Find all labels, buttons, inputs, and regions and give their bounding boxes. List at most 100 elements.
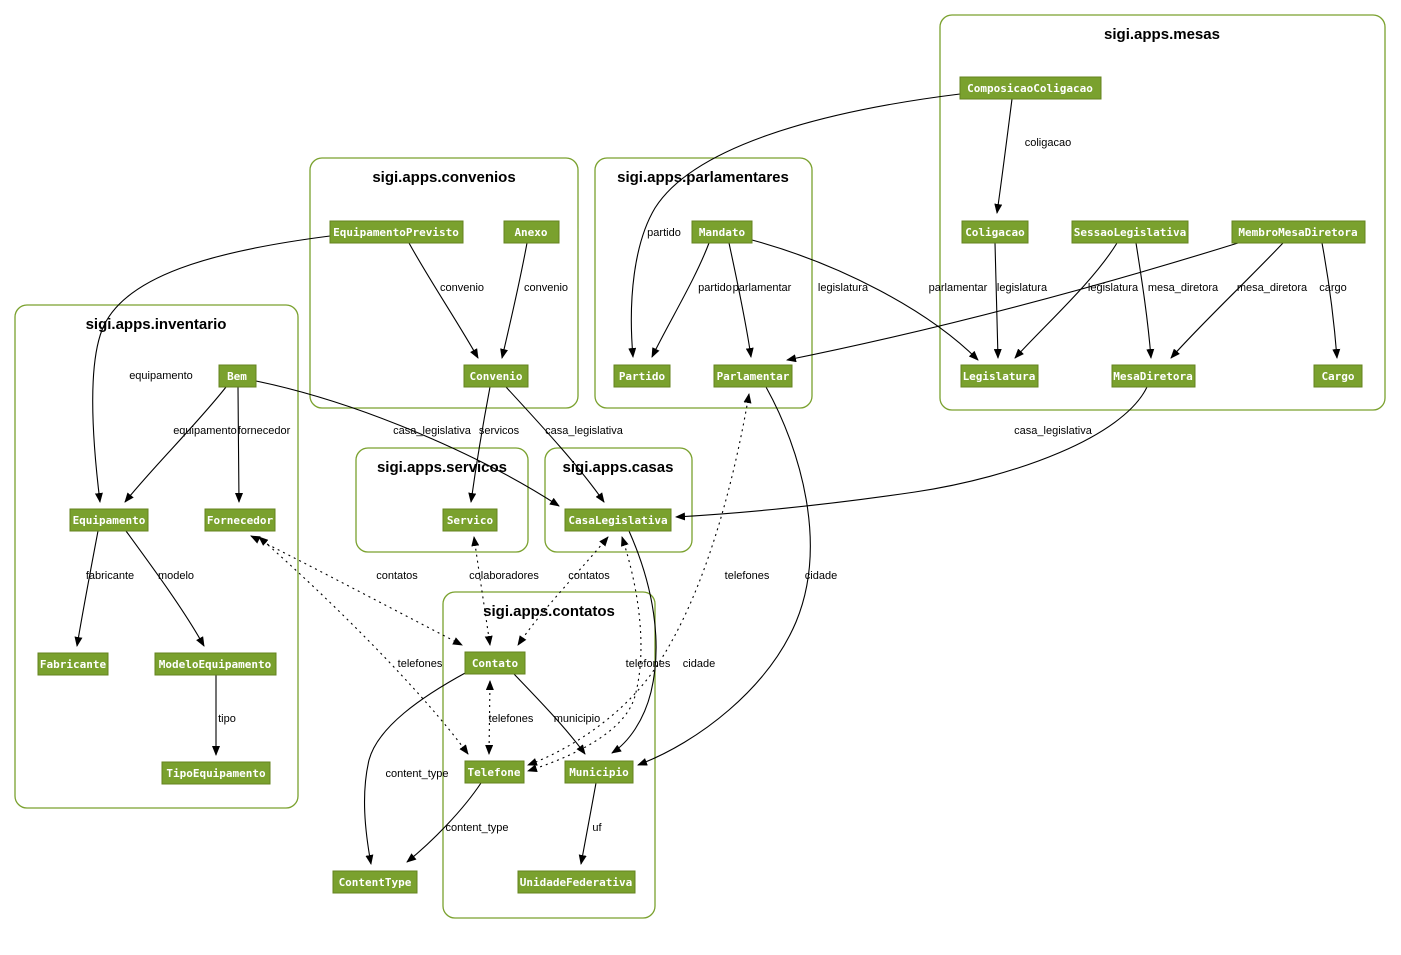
- edge-label-cidade-1: cidade: [805, 570, 837, 582]
- edge-label-content-type-1: content_type: [386, 768, 449, 780]
- edge-sessaolegislativa-legislatura: [1014, 242, 1118, 359]
- node-mandato: [691, 220, 753, 244]
- node-fornecedor-label: Fornecedor: [207, 514, 274, 527]
- node-municipio-label: Municipio: [569, 766, 629, 779]
- edge-label-legislatura-2: legislatura: [997, 282, 1048, 294]
- edge-fornecedor-telefone: [258, 536, 469, 755]
- node-unidadefederativa: [517, 870, 636, 894]
- node-composicaocoligacao: [959, 76, 1102, 100]
- edge-contato-telefone: [485, 680, 494, 755]
- edge-equipamentoprevisto-convenio: [408, 242, 479, 359]
- node-membromesadiretora-label: MembroMesaDiretora: [1238, 226, 1357, 239]
- node-tipoequipamento: [161, 761, 271, 785]
- node-anexo: [503, 220, 560, 244]
- node-parlamentar-label: Parlamentar: [717, 370, 790, 383]
- node-telefone: [464, 760, 525, 784]
- edge-label-cidade-2: cidade: [683, 658, 715, 670]
- node-unidadefederativa-label: UnidadeFederativa: [520, 876, 633, 889]
- node-mandato-label: Mandato: [699, 226, 746, 239]
- edge-coligacao-legislatura: [993, 242, 1002, 359]
- node-equipamentoprevisto: [329, 220, 464, 244]
- node-fabricante: [37, 652, 109, 676]
- node-anexo-label: Anexo: [514, 226, 547, 239]
- edge-membromesadiretora-parlamentar: [786, 242, 1239, 363]
- node-mesadiretora: [1111, 364, 1196, 388]
- node-cargo: [1313, 364, 1363, 388]
- edge-mandato-legislatura: [751, 239, 979, 361]
- node-fabricante-label: Fabricante: [40, 658, 107, 671]
- edge-label-contatos-2: contatos: [568, 570, 610, 582]
- edge-bem-equipamento: [124, 386, 227, 503]
- node-legislatura: [960, 364, 1039, 388]
- node-sessaolegislativa: [1071, 220, 1189, 244]
- node-servico: [442, 508, 498, 532]
- edge-equipamento-modeloequipamento: [125, 530, 205, 647]
- edge-label-partido-2: partido: [698, 282, 732, 294]
- edge-equipamento-fabricante: [74, 530, 99, 647]
- node-membromesadiretora: [1231, 220, 1366, 244]
- edge-membromesadiretora-cargo: [1321, 242, 1341, 359]
- edge-anexo-convenio: [500, 242, 528, 359]
- edge-label-telefones-1: telefones: [725, 570, 770, 582]
- edge-label-mesa-diretora-1: mesa_diretora: [1148, 282, 1219, 294]
- edge-label-uf: uf: [592, 822, 602, 834]
- edge-convenio-casalegislativa: [505, 386, 605, 503]
- cluster-mesas-border: [939, 14, 1386, 411]
- edge-label-telefones-3: telefones: [489, 713, 534, 725]
- node-cargo-label: Cargo: [1321, 370, 1354, 383]
- edge-equipamentoprevisto-equipamento: [92, 235, 331, 503]
- edge-label-tipo: tipo: [218, 713, 236, 725]
- edge-label-municipio: municipio: [554, 713, 600, 725]
- edge-label-contatos-1: contatos: [376, 570, 418, 582]
- cluster-convenios-title: sigi.apps.convenios: [372, 169, 515, 186]
- edge-label-cargo: cargo: [1319, 282, 1347, 294]
- edge-label-servicos: servicos: [479, 425, 520, 437]
- node-partido: [613, 364, 671, 388]
- node-contenttype-label: ContentType: [339, 876, 412, 889]
- node-bem: [218, 364, 257, 388]
- edge-composicaocoligacao-coligacao: [994, 98, 1013, 214]
- edge-label-convenio-2: convenio: [524, 282, 568, 294]
- edge-label-content-type-2: content_type: [446, 822, 509, 834]
- edge-label-fabricante: fabricante: [86, 570, 134, 582]
- edge-label-equipamento-2: equipamento: [173, 425, 237, 437]
- edge-label-casa-legislativa-3: casa_legislativa: [545, 425, 624, 437]
- cluster-convenios-border: [309, 157, 579, 409]
- cluster-parlamentares-title: sigi.apps.parlamentares: [617, 169, 789, 186]
- node-telefone-label: Telefone: [468, 766, 521, 779]
- node-municipio: [564, 760, 634, 784]
- node-legislatura-label: Legislatura: [963, 370, 1036, 383]
- edge-label-telefones-4: telefones: [398, 658, 443, 670]
- cluster-mesas-title: sigi.apps.mesas: [1104, 26, 1220, 43]
- edge-label-equipamento-1: equipamento: [129, 370, 193, 382]
- node-coligacao-label: Coligacao: [965, 226, 1025, 239]
- edge-label-mesa-diretora-2: mesa_diretora: [1237, 282, 1308, 294]
- edge-servico-contato: [471, 536, 493, 646]
- edge-label-partido-1: partido: [647, 227, 681, 239]
- edge-sessaolegislativa-mesadiretora: [1135, 242, 1155, 359]
- edge-bem-fornecedor: [234, 386, 243, 503]
- node-convenio: [463, 364, 529, 388]
- node-coligacao: [961, 220, 1029, 244]
- edge-label-parlamentar-1: parlamentar: [733, 282, 792, 294]
- edge-mandato-parlamentar: [728, 242, 754, 358]
- cluster-casas: sigi.apps.casas: [544, 447, 693, 553]
- node-contato-label: Contato: [472, 657, 519, 670]
- edge-label-fornecedor: fornecedor: [238, 425, 291, 437]
- edge-label-convenio-1: convenio: [440, 282, 484, 294]
- node-contato: [464, 651, 526, 675]
- node-tipoequipamento-label: TipoEquipamento: [166, 767, 266, 780]
- node-modeloequipamento: [154, 652, 277, 676]
- edge-composicaocoligacao-partido: [628, 93, 961, 358]
- edge-convenio-servico: [468, 386, 491, 503]
- edge-membromesadiretora-mesadiretora: [1170, 242, 1284, 359]
- nodes: ComposicaoColigacao Coligacao SessaoLegi…: [37, 76, 1366, 894]
- node-equipamento: [69, 508, 149, 532]
- node-sessaolegislativa-label: SessaoLegislativa: [1074, 226, 1187, 239]
- node-contenttype: [332, 870, 418, 894]
- node-equipamentoprevisto-label: EquipamentoPrevisto: [333, 226, 459, 239]
- cluster-inventario-title: sigi.apps.inventario: [86, 316, 227, 333]
- edge-parlamentar-telefone: [527, 393, 752, 766]
